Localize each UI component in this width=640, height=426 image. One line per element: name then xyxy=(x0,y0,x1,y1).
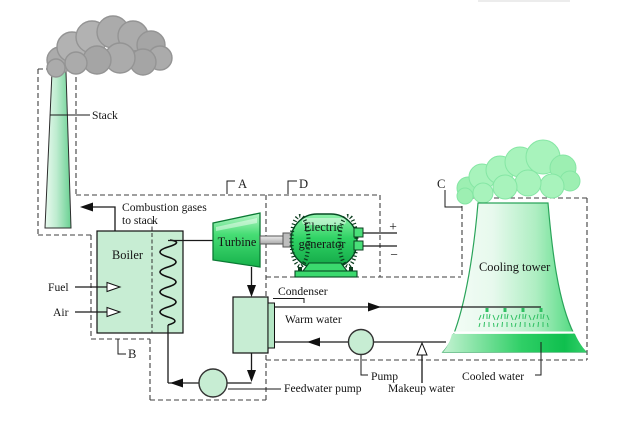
condenser-body xyxy=(232,296,269,354)
cooling-tower-basin xyxy=(443,334,586,352)
warm-water-line xyxy=(274,302,541,312)
air-inlet xyxy=(75,306,122,318)
boundary-b-label: B xyxy=(128,347,136,361)
boundary-a-mark xyxy=(226,180,235,194)
generator-label-2: generator xyxy=(299,237,347,251)
combustion-gases-label-1: Combustion gases xyxy=(122,201,207,214)
feedwater-loop xyxy=(167,325,256,388)
boundary-c-mark xyxy=(444,190,462,208)
boundary-a-label: A xyxy=(238,177,247,191)
cooling-tower-label: Cooling tower xyxy=(479,260,551,274)
turbine-body xyxy=(212,212,261,268)
feedwater-pump-label: Feedwater pump xyxy=(284,382,362,395)
boundary-b-mark xyxy=(117,339,126,355)
generator-label-1: Electric xyxy=(304,220,343,234)
condenser-waterbox xyxy=(267,302,275,349)
positive-terminal-label: + xyxy=(389,219,397,234)
fuel-label: Fuel xyxy=(48,281,69,294)
boiler-body xyxy=(96,230,184,334)
flue-gas-pipe xyxy=(80,202,116,231)
system-boundary-lines xyxy=(37,68,588,401)
cooling-tower-body xyxy=(441,202,588,353)
smoke-plume xyxy=(46,15,173,78)
cooled-water-leader xyxy=(535,342,542,376)
turbine-highlight xyxy=(216,218,257,231)
electric-generator xyxy=(289,213,397,278)
makeup-water-label: Makeup water xyxy=(388,382,455,395)
fuel-inlet xyxy=(75,281,122,293)
exhaust-pipe xyxy=(247,267,256,297)
boiler-coil xyxy=(159,239,178,326)
boundary-d-mark xyxy=(287,180,297,194)
cooled-water-label: Cooled water xyxy=(462,370,524,383)
top-edge-artifact xyxy=(478,0,570,2)
fuel-arrow xyxy=(106,281,122,293)
vapor-plume xyxy=(456,139,581,205)
air-label: Air xyxy=(53,306,69,319)
flue-arrow xyxy=(80,202,93,212)
air-arrow xyxy=(106,306,122,318)
condenser-label: Condenser xyxy=(278,285,328,298)
feed-left-arrow xyxy=(170,378,183,388)
boundary-c-label: C xyxy=(437,177,445,191)
warm-water-label: Warm water xyxy=(285,313,342,326)
condenser-leader xyxy=(273,298,305,303)
boundary-d-label: D xyxy=(299,177,308,191)
stack-chimney xyxy=(44,71,72,229)
negative-terminal-label: − xyxy=(390,247,398,262)
boiler-label: Boiler xyxy=(112,248,144,262)
exhaust-arrow xyxy=(247,285,256,297)
turbine-label: Turbine xyxy=(218,235,257,249)
cooled-water-arrow xyxy=(307,337,320,347)
feedwater-pump-circle xyxy=(198,368,228,398)
generator-base xyxy=(294,270,358,278)
circulating-pump xyxy=(347,328,375,356)
makeup-water-line xyxy=(416,341,428,383)
pump-label: Pump xyxy=(371,370,398,383)
pump-leader xyxy=(360,355,368,376)
stack-label: Stack xyxy=(92,109,118,122)
feed-down-arrow xyxy=(247,370,256,382)
warm-water-arrow xyxy=(368,302,381,312)
generator-pedestal xyxy=(301,262,349,272)
makeup-arrow xyxy=(416,341,428,356)
combustion-gases-label-2: to stack xyxy=(122,214,158,227)
